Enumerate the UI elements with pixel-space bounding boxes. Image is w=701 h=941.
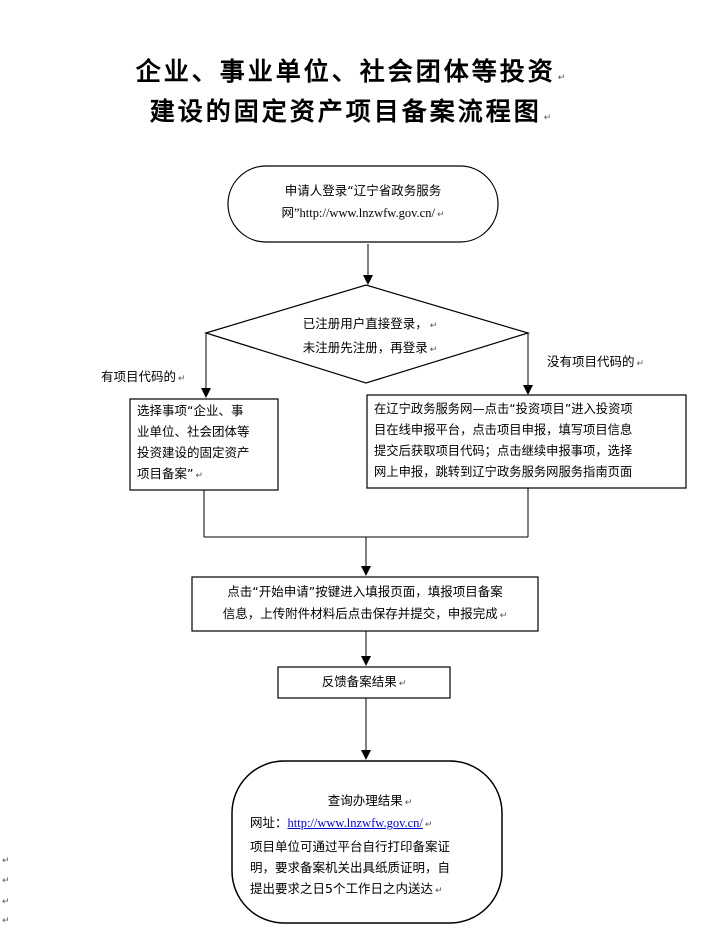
portal-url-link[interactable]: http://www.lnzwfw.gov.cn/ — [287, 816, 423, 830]
apply-box-text: 点击“开始申请”按键进入填报页面，填报项目备案 信息，上传附件材料后点击保存并提… — [192, 581, 538, 627]
paragraph-mark: ↵ — [434, 886, 443, 896]
paragraph-mark: ↵ — [429, 321, 438, 331]
page-title-line1: 企业、事业单位、社会团体等投资↵ — [0, 52, 701, 88]
left-box-text: 选择事项“企业、事 业单位、社会团体等 投资建设的固定资产 项目备案”↵ — [137, 400, 277, 487]
decision-text: 已注册用户直接登录，↵ 未注册先注册，再登录↵ — [270, 313, 470, 361]
feedback-box — [277, 666, 451, 699]
margin-paragraph-mark: ↵ — [2, 856, 10, 866]
branch-right-label-text: 没有项目代码的 — [547, 354, 635, 369]
start-node — [227, 165, 499, 243]
feedback-label: 反馈备案结果 — [321, 674, 397, 689]
start-line2: 网”http://www.lnzwfw.gov.cn/ — [281, 206, 435, 220]
apply-box — [191, 576, 539, 632]
branch-left-label-text: 有项目代码的 — [101, 369, 177, 384]
right-box-line: 目在线申报平台，点击项目申报，填写项目信息 — [374, 423, 633, 437]
feedback-box-text: 反馈备案结果↵ — [278, 671, 450, 695]
apply-line2: 信息，上传附件材料后点击保存并提交，申报完成 — [222, 606, 498, 621]
right-box-line: 在辽宁政务服务网—点击“投资项目”进入投资项 — [374, 402, 633, 416]
paragraph-mark: ↵ — [557, 73, 566, 83]
end-line: 明，要求备案机关出具纸质证明，自 — [250, 860, 451, 875]
left-process-box — [129, 398, 279, 491]
paragraph-mark: ↵ — [636, 359, 645, 369]
branch-left-label: 有项目代码的↵ — [101, 366, 186, 390]
end-details: 网址：http://www.lnzwfw.gov.cn/↵ 项目单位可通过平台自… — [250, 812, 490, 902]
start-node-text: 申请人登录“辽宁省政务服务 网”http://www.lnzwfw.gov.cn… — [240, 180, 486, 226]
left-box-line: 项目备案” — [137, 466, 194, 481]
end-title-text: 查询办理结果 — [327, 793, 403, 808]
paragraph-mark: ↵ — [424, 820, 433, 830]
margin-paragraph-mark: ↵ — [2, 876, 10, 886]
paragraph-mark: ↵ — [178, 374, 186, 384]
paragraph-mark: ↵ — [398, 679, 407, 689]
url-label: 网址： — [250, 815, 288, 830]
decision-line1: 已注册用户直接登录， — [302, 316, 428, 331]
paragraph-mark: ↵ — [436, 210, 445, 220]
paragraph-mark: ↵ — [195, 471, 204, 481]
branch-right-label: 没有项目代码的↵ — [547, 351, 644, 375]
left-box-line: 选择事项“企业、事 — [137, 403, 244, 418]
margin-paragraph-mark: ↵ — [2, 916, 10, 926]
paragraph-mark: ↵ — [404, 798, 413, 808]
title-line2-text: 建设的固定资产项目备案流程图 — [149, 97, 542, 126]
right-process-box — [366, 394, 687, 489]
end-line: 项目单位可通过平台自行打印备案证 — [250, 839, 451, 854]
right-box-line: 网上申报，跳转到辽宁政务服务网服务指南页面 — [374, 465, 633, 479]
right-box-line: 提交后获取项目代码；点击继续申报事项，选择 — [374, 444, 633, 458]
left-box-line: 业单位、社会团体等 — [137, 424, 250, 439]
title-line1-text: 企业、事业单位、社会团体等投资 — [135, 57, 556, 86]
paragraph-mark: ↵ — [429, 345, 438, 355]
margin-paragraph-mark: ↵ — [2, 897, 10, 907]
apply-line1: 点击“开始申请”按键进入填报页面，填报项目备案 — [227, 584, 503, 599]
paragraph-mark: ↵ — [499, 611, 508, 621]
end-node — [231, 760, 503, 924]
end-line: 提出要求之日5个工作日之内送达 — [250, 881, 433, 896]
left-box-line: 投资建设的固定资产 — [137, 445, 250, 460]
end-title: 查询办理结果↵ — [250, 790, 490, 814]
page-title-line2: 建设的固定资产项目备案流程图↵ — [0, 92, 701, 128]
right-box-text: 在辽宁政务服务网—点击“投资项目”进入投资项 目在线申报平台，点击项目申报，填写… — [374, 399, 686, 483]
start-line1: 申请人登录“辽宁省政务服务 — [284, 183, 442, 198]
decision-line2: 未注册先注册，再登录 — [302, 340, 428, 355]
paragraph-mark: ↵ — [543, 113, 552, 123]
